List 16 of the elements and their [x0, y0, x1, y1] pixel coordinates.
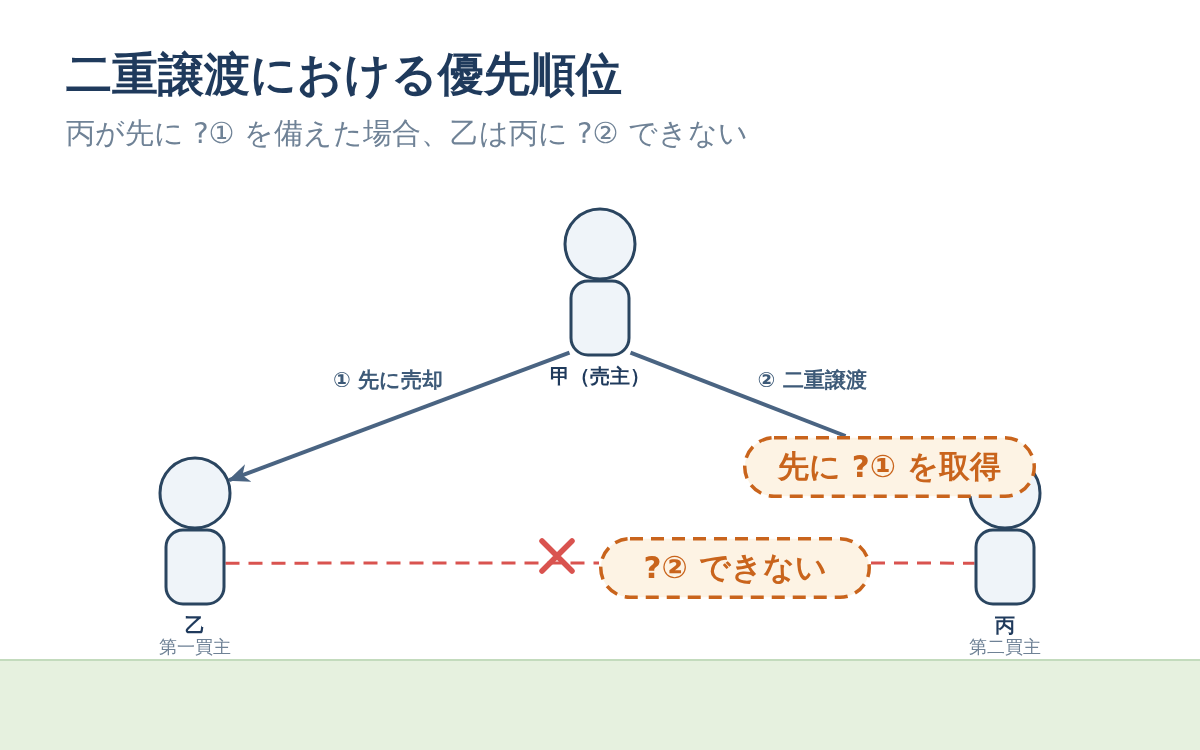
connector-line — [629, 350, 847, 438]
person-name-label: 丙 — [995, 614, 1015, 637]
role-label: 第二買主 — [969, 637, 1041, 658]
arrow — [227, 350, 571, 483]
person-name-label: 甲（売主） — [550, 365, 650, 388]
person-figure — [562, 207, 638, 359]
role-label: 第一買主 — [159, 637, 231, 658]
dashed-line — [225, 561, 599, 565]
subtitle: 丙が先に ?① を備えた場合、乙は丙に ?② できない — [66, 116, 748, 151]
person-figure — [157, 456, 233, 608]
title: 二重譲渡における優先順位 — [66, 47, 622, 103]
dashed-line — [871, 561, 975, 565]
callout-bubble — [743, 436, 1036, 498]
callout-text: 先に ?① を取得 — [778, 448, 1001, 486]
person-name-label: 乙 — [185, 614, 205, 637]
callout-text: ?② できない — [643, 549, 827, 587]
